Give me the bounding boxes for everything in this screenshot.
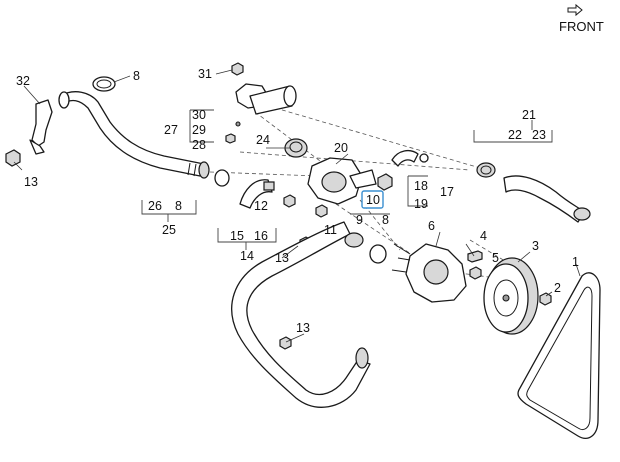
highlight-box-10 <box>361 190 384 209</box>
front-indicator: FRONT <box>559 3 604 34</box>
label-25[interactable]: 25 <box>162 223 176 237</box>
label-10[interactable]: 10 <box>366 193 380 207</box>
label-32[interactable]: 32 <box>16 74 30 88</box>
water-pump-part-6 <box>391 243 467 303</box>
bolt-31 <box>231 62 244 76</box>
label-3[interactable]: 3 <box>532 239 539 253</box>
hose-part-18 <box>391 149 419 167</box>
label-31[interactable]: 31 <box>198 67 212 81</box>
label-26[interactable]: 26 <box>148 199 162 213</box>
label-brackets <box>141 109 553 250</box>
bolt-13-left <box>5 149 21 167</box>
bolt-part-4 <box>469 266 482 280</box>
hose-part-26 <box>58 91 210 179</box>
label-22[interactable]: 22 <box>508 128 522 142</box>
label-30[interactable]: 30 <box>192 108 206 122</box>
bolt-11 <box>315 204 328 218</box>
clamp-part-18 <box>419 153 429 163</box>
leader-lines <box>13 69 581 343</box>
label-21[interactable]: 21 <box>522 108 536 122</box>
label-2[interactable]: 2 <box>554 281 561 295</box>
label-19[interactable]: 19 <box>414 197 428 211</box>
label-20[interactable]: 20 <box>334 141 348 155</box>
label-8-mid[interactable]: 8 <box>175 199 182 213</box>
label-29[interactable]: 29 <box>192 123 206 137</box>
label-5[interactable]: 5 <box>492 251 499 265</box>
clamp-part-23b <box>573 207 591 221</box>
label-28[interactable]: 28 <box>192 138 206 152</box>
belt-part-1 <box>517 272 601 439</box>
o-ring-part-8-lower <box>369 244 387 264</box>
pulley-part-3 <box>483 257 539 335</box>
label-15[interactable]: 15 <box>230 229 244 243</box>
label-8-lower[interactable]: 8 <box>382 213 389 227</box>
label-13-left[interactable]: 13 <box>24 175 38 189</box>
label-12[interactable]: 12 <box>254 199 268 213</box>
label-6[interactable]: 6 <box>428 219 435 233</box>
o-ring-8-mid <box>214 169 230 187</box>
label-27[interactable]: 27 <box>164 123 178 137</box>
label-9[interactable]: 9 <box>356 213 363 227</box>
bracket-part-32 <box>29 99 53 155</box>
label-24[interactable]: 24 <box>256 133 270 147</box>
screw-part-28 <box>225 133 236 144</box>
label-16[interactable]: 16 <box>254 229 268 243</box>
o-ring-8-top <box>92 76 116 92</box>
pump-body-part-20 <box>307 157 377 205</box>
clip-part-29 <box>235 121 241 127</box>
bolt-part-5 <box>467 250 483 263</box>
label-17[interactable]: 17 <box>440 185 454 199</box>
label-23[interactable]: 23 <box>532 128 546 142</box>
fitting-part-19 <box>377 173 393 191</box>
label-13-lower[interactable]: 13 <box>296 321 310 335</box>
bolt-part-2 <box>539 292 552 306</box>
hose-part-14 <box>231 221 371 408</box>
clamp-part-16 <box>263 181 275 191</box>
label-1[interactable]: 1 <box>572 255 579 269</box>
label-18[interactable]: 18 <box>414 179 428 193</box>
front-arrow-icon <box>567 3 583 17</box>
label-13-mid[interactable]: 13 <box>275 251 289 265</box>
label-11[interactable]: 11 <box>324 223 337 237</box>
housing-part-30 <box>235 83 297 115</box>
front-label: FRONT <box>559 19 604 34</box>
label-4[interactable]: 4 <box>480 229 487 243</box>
part-labels: 32 13 8 31 30 27 29 28 24 20 26 8 25 12 … <box>16 67 579 335</box>
clamp-part-22 <box>476 162 496 178</box>
bolt-13-lower <box>279 336 292 350</box>
label-14[interactable]: 14 <box>240 249 254 263</box>
bolt-12 <box>283 194 296 208</box>
hose-part-23 <box>503 175 585 223</box>
label-8-top[interactable]: 8 <box>133 69 140 83</box>
